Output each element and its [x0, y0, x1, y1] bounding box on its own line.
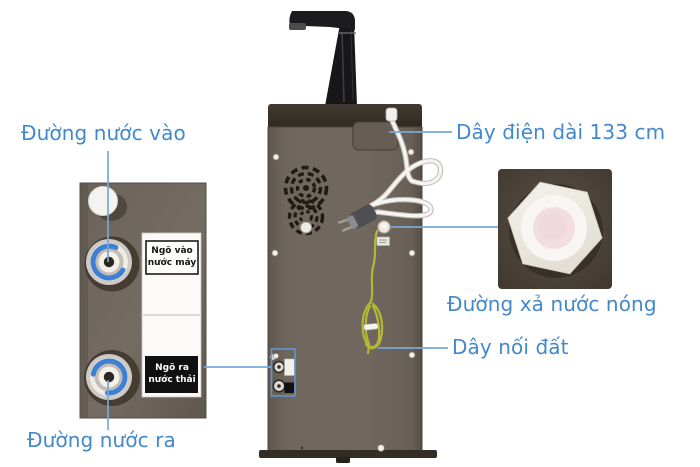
faucet [289, 11, 357, 106]
callout-water-inlet: Đường nước vào [21, 121, 186, 145]
cord-grommet [385, 107, 398, 122]
unit-top-cap [268, 104, 422, 128]
unit-foot [336, 457, 350, 463]
mini-connector-inlet-hole [277, 365, 281, 369]
power-plug [337, 204, 377, 232]
outlet-blue-clip [90, 358, 128, 396]
vent-center-cap [299, 221, 313, 234]
spec-mini-label [376, 236, 390, 246]
zoom-highlight-rect [270, 348, 296, 397]
sticker-label-inlet: Ngõ vào nước máy [147, 245, 197, 268]
callout-water-outlet: Đường nước ra [27, 428, 176, 452]
mini-label-black [284, 382, 294, 393]
plug-face [347, 215, 358, 229]
left-inset-zoom [79, 182, 207, 419]
mini-label-white [284, 358, 295, 376]
faucet-pole [325, 24, 357, 106]
cord-recess [352, 121, 399, 151]
drain-cap-center-inner [539, 212, 567, 240]
callout-hot-water-drain: Đường xả nước nóng [447, 292, 657, 316]
water-purifier-unit [259, 11, 444, 463]
connector-sticker [141, 232, 202, 398]
sticker-outlet-box [145, 356, 198, 393]
panel-screws [269, 148, 416, 452]
faucet-spout-tip [289, 23, 306, 30]
inlet-connector [84, 236, 140, 292]
left-inset-shade [80, 183, 88, 418]
mini-connector-outlet-hole [277, 384, 281, 388]
outlet-zone [270, 348, 296, 397]
unit-base [259, 450, 437, 458]
faucet-highlight [341, 31, 345, 103]
panel-bottom-shade [268, 437, 422, 451]
wire-tie [363, 323, 379, 331]
sticker-label-outlet: Ngõ ra nước thải [148, 362, 196, 385]
callout-lines [107, 131, 498, 430]
right-inset-zoom [498, 169, 612, 289]
hot-drain-knob-center [380, 222, 388, 230]
mini-screw [273, 353, 279, 359]
ground-wire [361, 229, 384, 355]
vent-fan-top [283, 165, 329, 211]
inlet-blue-clip [90, 243, 128, 281]
callout-ground-wire: Dây nối đất [452, 335, 569, 359]
vent-grille [283, 165, 329, 236]
faucet-highlight-2 [350, 29, 354, 101]
sticker-inlet-box [145, 240, 199, 275]
outlet-connector [84, 350, 140, 406]
callout-power-cord: Dây điện dài 133 cm [456, 120, 666, 144]
plug-cap [88, 186, 118, 216]
